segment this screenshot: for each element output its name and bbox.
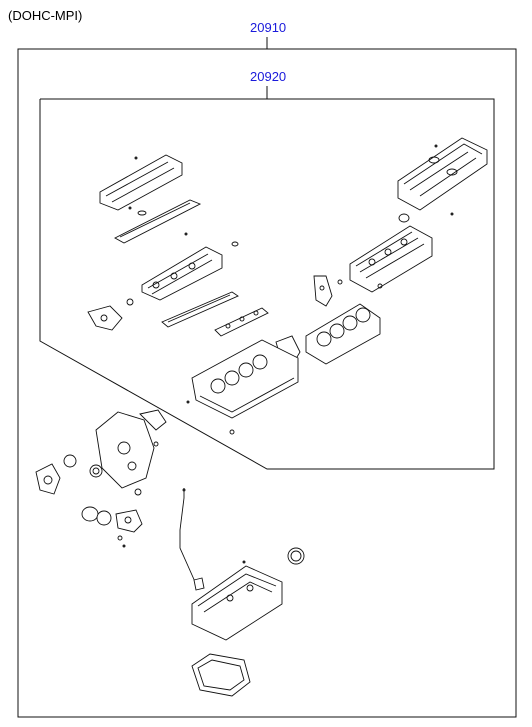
oil-filter-parts bbox=[81, 506, 143, 548]
cylinder-head-right bbox=[349, 225, 433, 293]
oil-pan-upper bbox=[191, 560, 283, 641]
dipstick-tube bbox=[179, 488, 205, 591]
head-gasket-left bbox=[161, 291, 239, 328]
engine-type-label: (DOHC-MPI) bbox=[8, 8, 83, 23]
front-seal bbox=[63, 454, 103, 478]
bracket-right bbox=[313, 275, 343, 307]
timing-cover bbox=[95, 409, 167, 496]
cylinder-head-left bbox=[141, 232, 239, 301]
part-number-overhaul-kit[interactable]: 20910 bbox=[250, 20, 287, 35]
oil-pan-lower bbox=[191, 653, 251, 697]
overhaul-kit-frame bbox=[17, 37, 517, 718]
head-gasket-right bbox=[305, 303, 381, 365]
cover-gasket-left bbox=[114, 199, 202, 244]
valve-cover-right bbox=[397, 137, 488, 223]
rear-seal bbox=[287, 547, 305, 565]
water-pump bbox=[35, 463, 61, 495]
bracket-gasket bbox=[87, 298, 134, 331]
manifold-gasket-left bbox=[214, 307, 269, 337]
upper-kit-frame bbox=[39, 86, 495, 470]
part-number-upper-kit[interactable]: 20920 bbox=[250, 69, 287, 84]
cylinder-block bbox=[186, 339, 299, 435]
valve-cover-left bbox=[99, 154, 183, 211]
